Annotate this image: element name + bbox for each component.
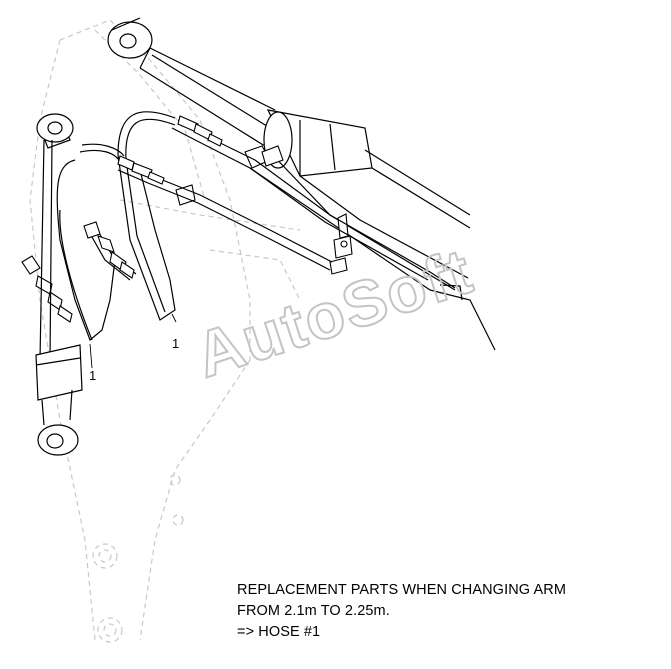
- boom-cylinder: [107, 17, 496, 351]
- watermark-text: AutoSoft: [187, 234, 481, 391]
- note-line-2: FROM 2.1m TO 2.25m.: [237, 603, 390, 619]
- note-line-3: => HOSE #1: [237, 624, 321, 640]
- callout-leaders: [89, 313, 177, 369]
- replacement-note: REPLACEMENT PARTS WHEN CHANGING ARM FROM…: [237, 580, 566, 643]
- arm-cylinder: [35, 113, 83, 456]
- note-line-1: REPLACEMENT PARTS WHEN CHANGING ARM: [237, 582, 566, 598]
- callout-label-lower: 1: [89, 368, 97, 383]
- callout-label-upper: 1: [172, 336, 180, 351]
- hose-fittings: [21, 115, 223, 323]
